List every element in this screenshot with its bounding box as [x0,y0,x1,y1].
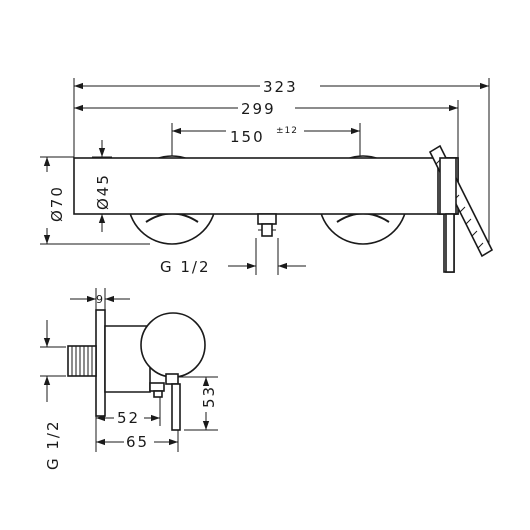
side-view: 9 G 1/2 52 65 53 [40,288,218,470]
dim-body-width-label: 299 [241,100,276,118]
dim-centers: 150 ±12 [172,126,360,146]
dim-depth-52-label: 52 [117,409,140,427]
outlet-connector [257,213,277,237]
dim-wall-offset: 9 [70,293,130,306]
dim-inlet-thread: G 1/2 [43,320,62,470]
dim-centers-label: 150 [230,128,265,146]
dim-overall-width: 323 [74,78,489,96]
dim-depth-65-label: 65 [126,433,149,451]
dim-depth-52: 52 [96,409,160,427]
inlet-thread-stub [67,345,97,377]
dim-body-width: 299 [74,100,458,118]
wall-plate [95,309,106,417]
dim-wall-offset-label: 9 [96,293,104,306]
dim-outlet-thread: G 1/2 [160,258,306,276]
dim-inlet-thread-label: G 1/2 [44,419,62,470]
dim-height-53: 53 [200,377,218,430]
dim-outlet-thread-label: G 1/2 [160,258,211,276]
dim-height: Ø70 [43,157,66,244]
connector-body [104,325,151,393]
dim-height-label: Ø70 [48,185,66,222]
side-lever [165,373,181,431]
lever-handle [428,144,494,273]
main-cylinder [140,312,206,378]
dim-centers-tolerance: ±12 [276,126,298,136]
front-view: 323 299 150 ±12 Ø70 Ø45 [40,78,494,276]
side-outlet [149,382,165,398]
mixer-body [73,157,459,215]
dim-depth-65: 65 [96,433,178,451]
dim-overall-width-label: 323 [263,78,298,96]
dim-diameter: Ø45 [94,140,112,232]
dim-height-53-label: 53 [200,385,218,408]
dim-diameter-label: Ø45 [94,173,112,210]
